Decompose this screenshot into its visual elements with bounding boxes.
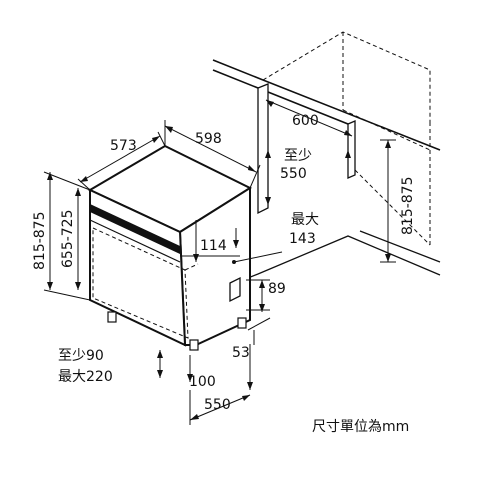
dim-550-bottom-line [189, 394, 251, 421]
label-max-220: 最大220 [58, 369, 113, 385]
label-598: 598 [195, 131, 222, 147]
label-600: 600 [292, 113, 319, 129]
label-815-875-left: 815-875 [32, 212, 48, 271]
cabinet-side-panel-right [347, 120, 356, 179]
niche-floor-dashed [354, 169, 431, 246]
dim-600-line [265, 99, 353, 137]
label-53: 53 [232, 345, 250, 361]
foot-front-left [107, 311, 117, 323]
dim-598-line [164, 125, 257, 173]
label-max-143-value: 143 [289, 231, 316, 247]
floor-line-right [359, 230, 441, 263]
rear-connector [229, 276, 241, 303]
dim-573-line [79, 135, 161, 183]
label-550-bottom: 550 [204, 397, 231, 413]
label-573: 573 [110, 138, 137, 154]
label-89: 89 [268, 281, 286, 297]
door-outline-dashed [92, 227, 189, 339]
label-655-725: 655-725 [60, 210, 76, 269]
niche-top-dashed [262, 31, 431, 122]
dim-143-leader [233, 251, 283, 263]
foot-back-right [237, 317, 247, 329]
dim-53-line [247, 317, 271, 331]
unit-note: 尺寸單位為mm [312, 419, 409, 435]
control-panel [90, 204, 180, 254]
label-min-90: 至少90 [58, 348, 104, 364]
floor-line [229, 235, 441, 286]
label-100: 100 [189, 374, 216, 390]
countertop-edge-lower [212, 69, 349, 125]
foot-front-right [189, 339, 199, 351]
label-114: 114 [200, 238, 227, 254]
countertop-edge [212, 59, 441, 151]
label-max-143-prefix: 最大 [291, 212, 319, 228]
dimension-labels: 573 598 600 至少 550 815-875 655-725 815-8… [32, 113, 416, 435]
niche-back-floor [342, 109, 431, 151]
dishwasher-front [89, 188, 187, 347]
dimension-arrows [47, 100, 391, 420]
dishwasher-body [87, 144, 253, 351]
label-815-875-right: 815-875 [400, 177, 416, 236]
door-side-dashed [184, 263, 199, 271]
control-panel-lower-edge [89, 219, 181, 263]
installation-niche [212, 31, 441, 286]
cabinet-side-panel-left [257, 83, 269, 215]
label-min-550-value: 550 [280, 166, 307, 182]
label-min-550-prefix: 至少 [284, 148, 312, 164]
